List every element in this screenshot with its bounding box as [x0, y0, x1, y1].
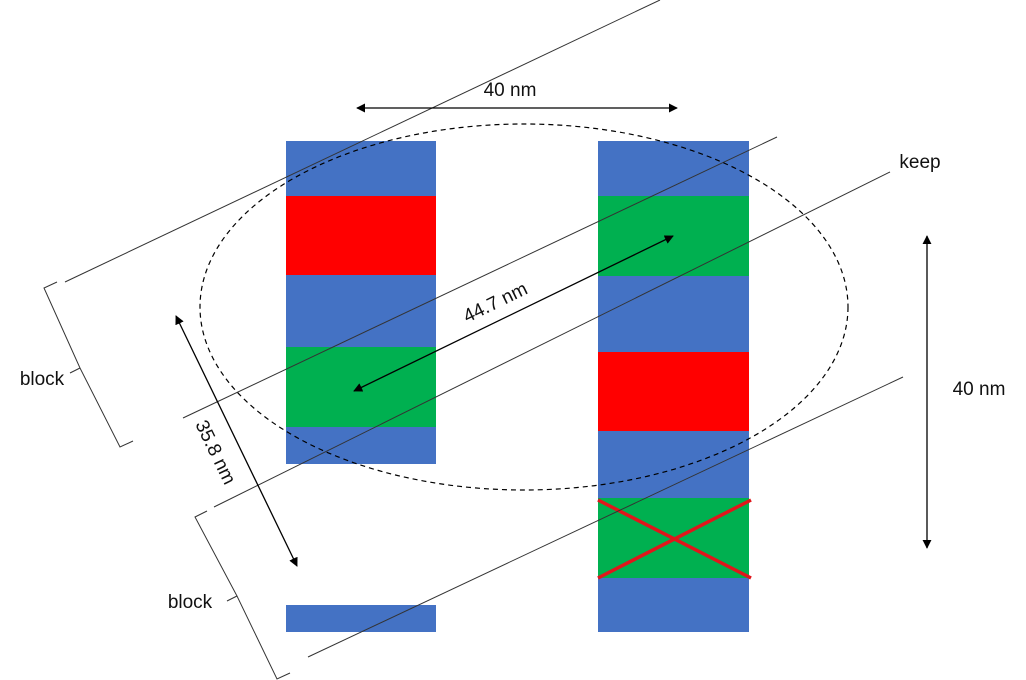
upper-block-brace	[43, 281, 134, 448]
diagonal-spacing-arrow	[353, 235, 674, 392]
lower-block-label: block	[168, 592, 213, 613]
right-seg-3	[598, 352, 749, 431]
right-seg-1	[598, 196, 749, 276]
block-spacing-label: 35.8 nm	[190, 417, 239, 488]
left-seg-4	[286, 427, 436, 464]
right-seg-6	[598, 578, 749, 632]
diagonal-spacing-label: 44.7 nm	[460, 279, 531, 328]
lower-block-brace	[194, 510, 291, 680]
right-seg-0	[598, 141, 749, 196]
guide-line-4	[307, 376, 904, 658]
right-column	[598, 141, 749, 632]
left-column	[286, 141, 436, 632]
left-seg-2	[286, 275, 436, 347]
guide-line-1	[64, 0, 661, 283]
cross-line-b	[597, 498, 752, 580]
left-seg-0	[286, 141, 436, 196]
keep-label: keep	[899, 152, 940, 173]
right-spacing-label: 40 nm	[953, 379, 1006, 400]
right-seg-2	[598, 276, 749, 352]
upper-block-label: block	[20, 369, 65, 390]
right-seg-4	[598, 431, 749, 498]
top-spacing-label: 40 nm	[484, 80, 537, 101]
left-detached-seg	[286, 605, 436, 632]
left-seg-1	[286, 196, 436, 275]
block-spacing-arrow	[175, 315, 298, 567]
keep-region-ellipse	[199, 123, 849, 491]
cross-out-mark	[597, 498, 752, 580]
